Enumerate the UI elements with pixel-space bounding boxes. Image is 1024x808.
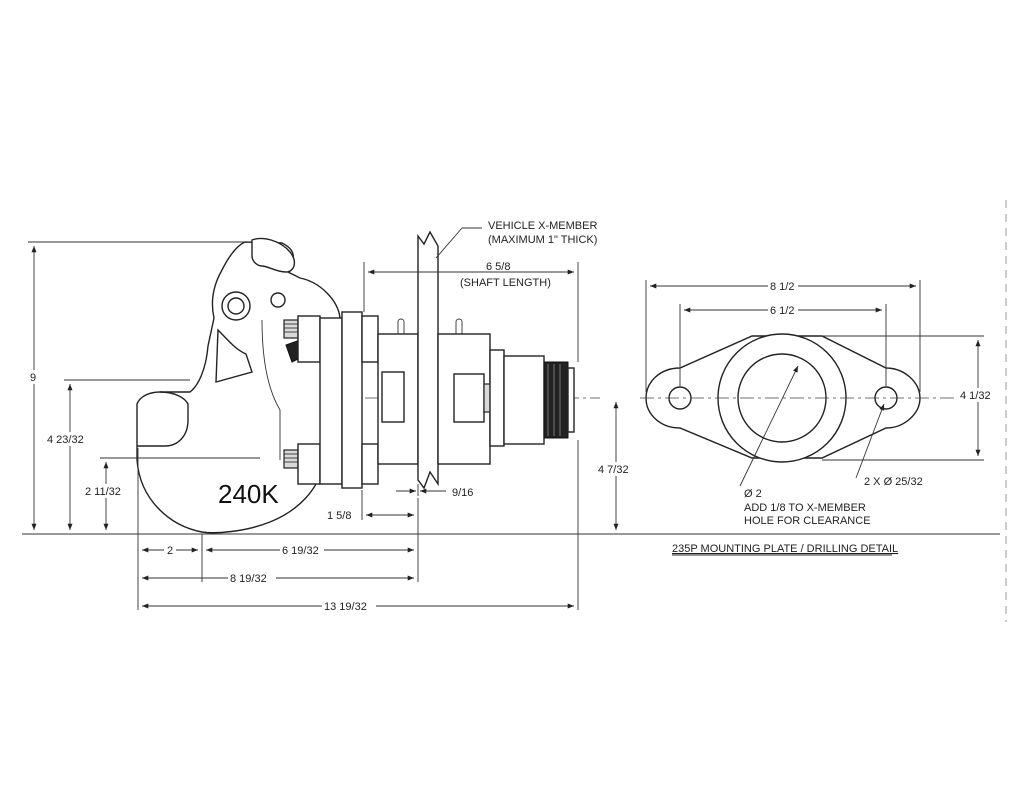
- upper-nut: [297, 315, 321, 363]
- latch-pivot-inner: [227, 297, 245, 315]
- mounting-plate: [341, 311, 363, 489]
- detail-title: 235P MOUNTING PLATE / DRILLING DETAIL: [672, 543, 898, 555]
- dim-2: 2: [167, 545, 173, 557]
- hole-note-2: HOLE FOR CLEARANCE: [744, 515, 871, 527]
- dim-8-19-32: 8 19/32: [230, 573, 267, 585]
- hook-flange: [319, 317, 343, 485]
- hole-note-1: ADD 1/8 TO X-MEMBER: [744, 502, 866, 514]
- dim-4-7-32: 4 7/32: [598, 464, 629, 476]
- side-view-dimensions: 9 4 23/32 2 11/32 4 7/32 6 5/8 (SHAFT LE…: [26, 220, 638, 613]
- latch: [251, 237, 296, 273]
- body-seam: [261, 319, 281, 460]
- dim-shaft-length: 6 5/8: [486, 261, 510, 273]
- vehicle-x-member: [417, 230, 439, 490]
- dim-1-5-8: 1 5/8: [327, 510, 351, 522]
- dim-2-11-32: 2 11/32: [85, 486, 121, 498]
- x-member-label-2: (MAXIMUM 1" THICK): [488, 234, 597, 246]
- dim-overall-height: 9: [30, 372, 36, 384]
- lower-stud: [283, 449, 299, 469]
- hook-throat: [137, 391, 189, 447]
- pin: [270, 292, 286, 308]
- rear-hex: [453, 373, 485, 423]
- lower-nut: [297, 443, 321, 485]
- mounting-plate-detail: 8 1/2 6 1/2 4 1/32 Ø 2 ADD 1/8 TO X-MEMB…: [640, 200, 1007, 622]
- plate-nut-upper: [361, 315, 379, 363]
- dim-plate-width: 8 1/2: [770, 281, 794, 293]
- dim-plate-height: 4 1/32: [960, 390, 991, 402]
- plate-nut-lower: [361, 443, 379, 485]
- housing-hex: [381, 371, 405, 423]
- dim-4-23-32: 4 23/32: [47, 434, 84, 446]
- dim-hole-spacing: 6 1/2: [770, 305, 794, 317]
- dim-6-19-32: 6 19/32: [282, 545, 319, 557]
- pintle-hook-side-view: 240K: [22, 230, 1000, 535]
- upper-stud: [283, 319, 299, 339]
- latch-lever: [215, 328, 253, 383]
- x-member-label-1: VEHICLE X-MEMBER: [488, 220, 597, 232]
- cushion-body: [503, 355, 545, 445]
- center-hole-dia: Ø 2: [744, 488, 762, 500]
- bolt-hole-callout: 2 X Ø 25/32: [864, 476, 923, 488]
- dim-13-19-32: 13 19/32: [324, 601, 367, 613]
- shaft-length-label: (SHAFT LENGTH): [460, 277, 551, 289]
- spring-cup: [489, 349, 505, 447]
- shaft-end: [567, 367, 575, 433]
- model-label: 240K: [218, 479, 279, 509]
- dim-9-16: 9/16: [452, 487, 473, 499]
